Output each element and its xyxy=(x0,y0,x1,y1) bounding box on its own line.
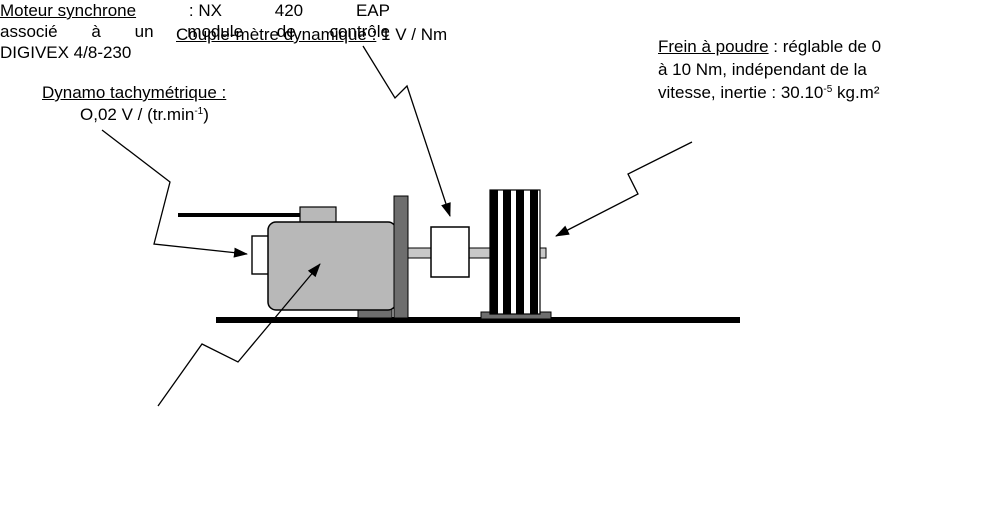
motor-label-row1: Moteur synchrone : NX 420 EAP xyxy=(0,0,390,21)
motor-word: 420 xyxy=(274,1,304,20)
motor-label: Moteur synchrone : NX 420 EAP associé à … xyxy=(0,0,390,63)
motor-word: de xyxy=(276,22,296,41)
motor-word: contrôle xyxy=(329,22,390,41)
powder-brake xyxy=(489,189,541,315)
tachometer-value: O,02 V / (tr.min-1) xyxy=(80,104,209,125)
brake-line3-main: vitesse, inertie : 30.10 xyxy=(658,83,824,102)
motor-word: module xyxy=(187,22,244,41)
leader-brake xyxy=(555,141,693,237)
tachometer-value-exponent: -1 xyxy=(194,106,204,117)
leader-tachometer xyxy=(101,129,248,258)
brake-label-line1: Frein à poudre : réglable de 0 xyxy=(658,36,881,57)
baseplate xyxy=(216,317,740,323)
motor-flange-plate xyxy=(393,195,409,319)
motor-controller: DIGIVEX 4/8-230 xyxy=(0,43,132,62)
motor-title: Moteur synchrone xyxy=(0,1,137,20)
brake-label-line3: vitesse, inertie : 30.10-5 kg.m² xyxy=(658,82,880,103)
brake-line3-exponent: -5 xyxy=(823,84,833,95)
tachometer-title: Dynamo tachymétrique : xyxy=(42,83,227,102)
torque-meter-label: Couple-mètre dynamique : 1 V / Nm xyxy=(176,24,447,45)
tachometer-value-main: O,02 V / (tr.min xyxy=(80,105,195,124)
motor-word: à xyxy=(91,22,101,41)
leader-torque-meter xyxy=(362,45,451,217)
motor-label-row2: associé à un module de contrôle xyxy=(0,21,390,42)
tachometer-connector xyxy=(299,206,337,224)
torque-meter xyxy=(430,226,470,278)
motor-word: : NX xyxy=(188,1,222,20)
brake-line1-rest: : réglable de 0 xyxy=(768,37,882,56)
torque-meter-title: Couple-mètre dynamique : xyxy=(176,25,377,44)
motor-word: un xyxy=(134,22,154,41)
brake-line3-end: kg.m² xyxy=(832,83,880,102)
brake-label-line2: à 10 Nm, indépendant de la xyxy=(658,60,867,79)
brake-title: Frein à poudre xyxy=(658,37,769,56)
torque-meter-value: 1 V / Nm xyxy=(376,25,448,44)
tachometer-value-end: ) xyxy=(203,105,209,124)
motor-body xyxy=(267,221,397,311)
shaft xyxy=(407,247,547,259)
motor-word: associé xyxy=(0,22,58,41)
motor-word: EAP xyxy=(355,1,390,20)
motor-label-row3: DIGIVEX 4/8-230 xyxy=(0,42,390,63)
leader-motor xyxy=(157,263,321,407)
